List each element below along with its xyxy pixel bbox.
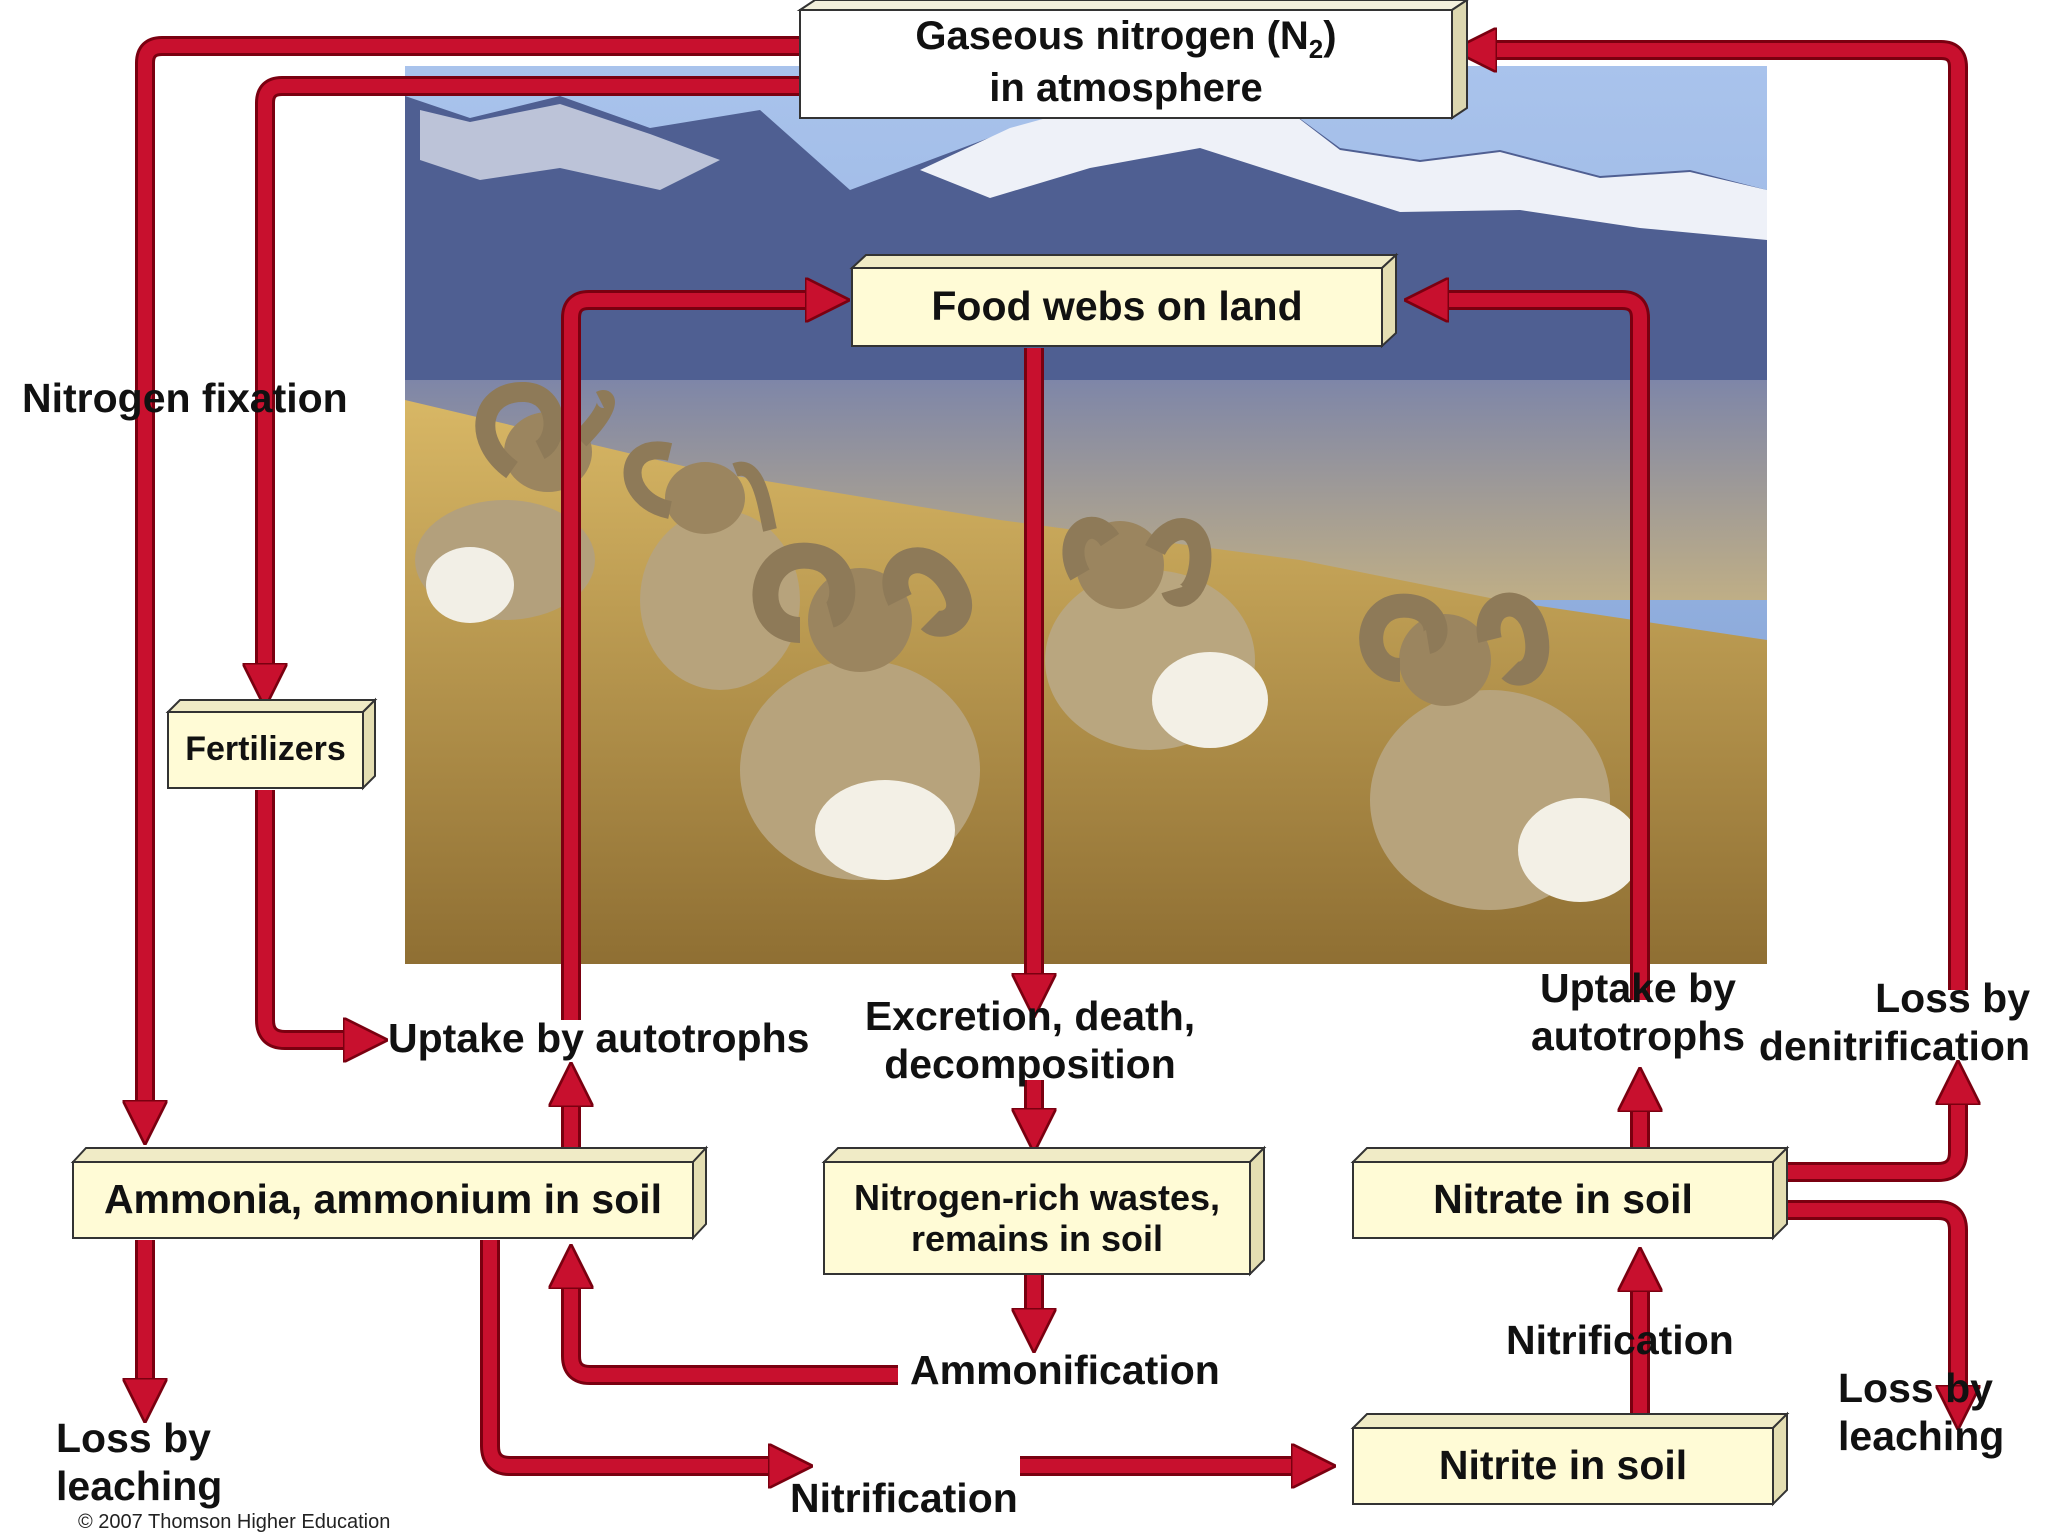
label-ammonification: Ammonification (910, 1347, 1220, 1393)
label-leaching-left-line2: leaching (56, 1463, 223, 1510)
label-excretion: Excretion, death, decomposition (860, 992, 1200, 1089)
node-nitrite: Nitrite in soil (1438, 1442, 1688, 1489)
node-wastes-line1: Nitrogen-rich wastes, (853, 1176, 1221, 1218)
label-excretion-line2: decomposition (884, 1041, 1176, 1088)
photo-bighorn-sheep (405, 66, 1767, 964)
node-atmosphere-text-end: ) (1323, 14, 1337, 59)
label-denitrification-line1: Loss by (1875, 975, 2030, 1021)
label-uptake-left: Uptake by autotrophs (388, 1015, 810, 1061)
label-leaching-left: Loss by leaching (56, 1414, 222, 1511)
arrow-fixation-to-fertilizers (265, 76, 800, 690)
sheep-4 (1045, 516, 1268, 750)
arrow-fertilizers-to-uptake (255, 790, 370, 1040)
node-atmosphere: Gaseous nitrogen (N2) in atmosphere (800, 6, 1452, 118)
arrow-uptake-to-foodwebs (561, 300, 832, 1020)
sheep-2 (623, 441, 800, 690)
arrow-nitrate-to-denitrification (1776, 1078, 1958, 1182)
node-nitrate: Nitrate in soil (1433, 1176, 1693, 1223)
arrow-nitrate-to-leaching-right (1776, 1200, 1958, 1412)
label-denitrification: Loss by denitrification (1730, 974, 2030, 1071)
photo-snow-left (420, 104, 720, 190)
label-leaching-right-line1: Loss by (1838, 1365, 1993, 1411)
copyright-notice: © 2007 Thomson Higher Education (78, 1511, 391, 1533)
box-nitrate (1350, 1145, 1790, 1241)
box-atmosphere (796, 0, 1469, 120)
arrow-fixation-to-ammonia (145, 36, 800, 1127)
node-ammonia: Ammonia, ammonium in soil (103, 1176, 663, 1223)
box-food-webs (849, 252, 1399, 349)
node-atmosphere-text: Gaseous nitrogen (N (915, 14, 1309, 59)
label-uptake-right: Uptake by autotrophs (1488, 964, 1788, 1061)
label-leaching-left-line1: Loss by (56, 1415, 211, 1461)
photo-mountains (405, 70, 1767, 420)
label-nitrification-right: Nitrification (1506, 1317, 1734, 1363)
node-atmosphere-line2: in atmosphere (989, 65, 1263, 110)
arrow-ammonification-to-ammonia (571, 1262, 898, 1385)
box-wastes (821, 1145, 1267, 1277)
label-excretion-line1: Excretion, death, (864, 993, 1196, 1039)
node-atmosphere-line1: Gaseous nitrogen (N2) (915, 13, 1336, 65)
box-fertilizers (165, 697, 378, 791)
node-wastes-line2: remains in soil (910, 1218, 1164, 1259)
arrow-ammonia-to-nitrification (480, 1240, 795, 1466)
label-uptake-right-line2: autotrophs (1530, 1013, 1746, 1060)
arrows (145, 46, 1958, 1466)
box-ammonia (70, 1145, 709, 1241)
node-food-webs: Food webs on land (931, 283, 1303, 330)
sheep-3 (740, 542, 980, 880)
arrow-denitrification-to-atmosphere (1470, 50, 1968, 990)
sheep-5 (1359, 592, 1642, 910)
sheep-1 (415, 382, 615, 623)
label-uptake-right-line1: Uptake by (1540, 965, 1736, 1011)
box-nitrite (1350, 1411, 1790, 1507)
arrow-uptake-right-to-foodwebs (1422, 300, 1650, 1000)
label-leaching-right-line2: leaching (1838, 1413, 2005, 1460)
node-wastes: Nitrogen-rich wastes, remains in soil (824, 1162, 1250, 1274)
label-nitrogen-fixation: Nitrogen fixation (22, 375, 348, 421)
node-fertilizers: Fertilizers (185, 730, 346, 769)
node-atmosphere-subscript: 2 (1308, 34, 1324, 65)
label-leaching-right: Loss by leaching (1838, 1364, 2004, 1461)
label-denitrification-line2: denitrification (1758, 1023, 2030, 1070)
label-nitrification-bottom: Nitrification (790, 1475, 1018, 1521)
